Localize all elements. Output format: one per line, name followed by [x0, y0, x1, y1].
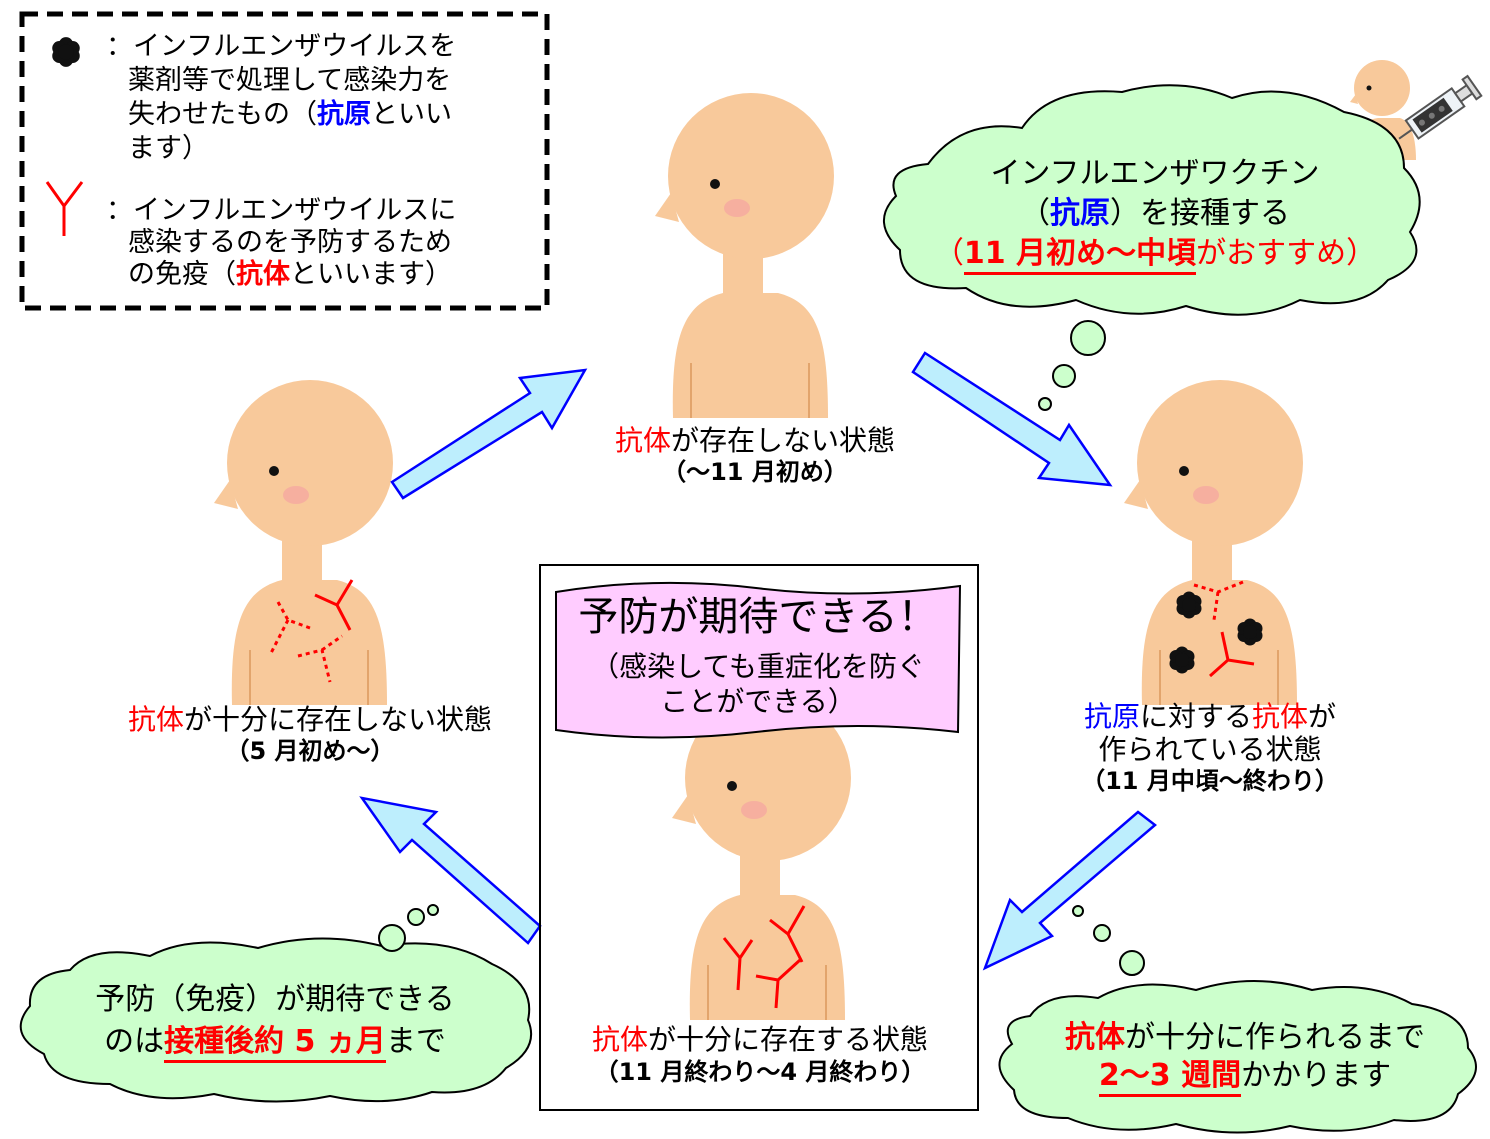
banner-background — [555, 581, 962, 739]
legend-antigen-text: ：インフルエンザウイルスを 薬剤等で処理して感染力を 失わせたもの（抗原といい … — [106, 30, 456, 166]
state-right-antigen: 抗原 — [1083, 700, 1140, 733]
vaccine-cloud-line-3: （11 月初め～中頃がおすすめ） — [905, 236, 1405, 275]
antibodies-left — [268, 579, 354, 683]
cloud-weeks — [998, 905, 1477, 1134]
vaccine-cloud-line-1: インフルエンザワクチン — [990, 156, 1320, 191]
banner-sub-1: （感染しても重症化を防ぐ — [591, 650, 925, 683]
person-right — [1123, 379, 1304, 706]
cloud-vaccine — [882, 84, 1421, 411]
state-right-label: 抗原に対する抗体が — [1030, 700, 1390, 733]
months-cloud-duration: 接種後約 5 ヵ月 — [164, 1024, 386, 1063]
state-right-antibody: 抗体 — [1252, 700, 1309, 733]
state-center-period: （11 月終わり～4 月終わり） — [594, 1058, 926, 1086]
legend-antibody-line-3: の免疫（抗体といいます） — [106, 259, 456, 291]
vaccine-cloud-line-2a: （ — [1020, 196, 1050, 231]
center-frame — [539, 564, 979, 1111]
legend-antigen-line-1: ：インフルエンザウイルスを — [106, 31, 457, 62]
banner-sub-2: ことができる） — [660, 685, 856, 718]
legend-antigen-term: 抗原 — [317, 99, 371, 130]
antibody-legend-icon — [45, 181, 84, 236]
weeks-cloud-line-2: 2～3 週間かかります — [1010, 1058, 1480, 1097]
state-center-label: 抗体が十分に存在する状態 — [545, 1023, 975, 1056]
state-top-period: （～11 月初め） — [662, 458, 848, 486]
legend-antibody-line-3c: といいます） — [290, 259, 452, 290]
state-left-label: 抗体が十分に存在しない状態 — [95, 703, 525, 736]
weeks-cloud-line-2b: かかります — [1241, 1058, 1392, 1093]
banner-title: 予防が期待できる！ — [578, 594, 938, 640]
legend-antibody-term: 抗体 — [236, 259, 290, 290]
weeks-cloud-line-1b: が十分に作られるまで — [1125, 1020, 1425, 1055]
legend-antigen-line-4: ます） — [128, 133, 209, 164]
arrow-right-to-center — [982, 810, 1157, 971]
state-left-lead: 抗体 — [127, 703, 184, 736]
person-top — [654, 92, 835, 419]
person-center — [671, 694, 852, 1021]
vaccine-cloud-antigen: 抗原 — [1050, 196, 1110, 231]
state-top-lead: 抗体 — [614, 424, 671, 457]
state-center-rest: が十分に存在する状態 — [648, 1023, 929, 1056]
legend-box — [19, 11, 550, 311]
state-top-label: 抗体が存在しない状態 — [545, 424, 965, 457]
weeks-cloud-antibody: 抗体 — [1065, 1020, 1125, 1055]
legend-antibody-text: ：インフルエンザウイルスに 感染するのを予防するため の免疫（抗体といいます） — [106, 195, 456, 291]
vaccine-cloud-line-2: （抗原）を接種する — [905, 196, 1405, 231]
legend-antigen-line-3c: といい — [371, 99, 452, 130]
antibodies-center — [722, 905, 806, 1009]
legend-antigen-line-3: 失わせたもの（抗原といい — [106, 98, 456, 132]
legend-antibody-line-1: ：インフルエンザウイルスに — [106, 195, 457, 226]
vaccine-cloud-line-2c: ）を接種する — [1110, 196, 1290, 231]
state-right-period: （11 月中頃～終わり） — [1081, 767, 1339, 795]
legend-antibody-line-3a: の免疫（ — [128, 259, 236, 290]
legend-antibody-line-2: 感染するのを予防するため — [128, 227, 452, 258]
arrow-center-to-left — [359, 796, 542, 945]
vaccine-cloud-recommended-period: 11 月初め～中頃 — [963, 236, 1197, 275]
months-cloud-line-2c: まで — [385, 1024, 446, 1059]
state-right-line-2: 作られている状態 — [1098, 733, 1322, 766]
state-left-rest: が十分に存在しない状態 — [184, 703, 493, 736]
state-right-mid: に対する — [1139, 700, 1252, 733]
legend-antigen-line-3a: 失わせたもの（ — [128, 99, 317, 130]
state-right-tail: が — [1308, 700, 1337, 733]
antibodies-right — [1193, 580, 1255, 678]
vaccine-cloud-line-3c: がおすすめ） — [1196, 236, 1377, 271]
months-cloud-line-2a: のは — [104, 1024, 165, 1059]
months-cloud-line-1: 予防（免疫）が期待できる — [95, 982, 455, 1017]
state-left-period: （5 月初め～） — [225, 737, 395, 765]
vaccine-cloud-line-3a: （ — [933, 236, 964, 271]
syringe-icon — [1398, 74, 1483, 140]
state-top-rest: が存在しない状態 — [671, 424, 896, 457]
weeks-cloud-line-1: 抗体が十分に作られるまで — [1010, 1020, 1480, 1055]
state-center-lead: 抗体 — [591, 1023, 648, 1056]
legend-antigen-line-2: 薬剤等で処理して感染力を — [128, 65, 452, 96]
months-cloud-line-2: のは接種後約 5 ヵ月まで — [30, 1024, 520, 1063]
cloud-months — [19, 904, 533, 1103]
arrow-top-to-right — [911, 351, 1113, 487]
weeks-cloud-duration: 2～3 週間 — [1098, 1058, 1242, 1097]
person-left — [213, 379, 394, 706]
arrow-left-to-top — [390, 368, 588, 500]
